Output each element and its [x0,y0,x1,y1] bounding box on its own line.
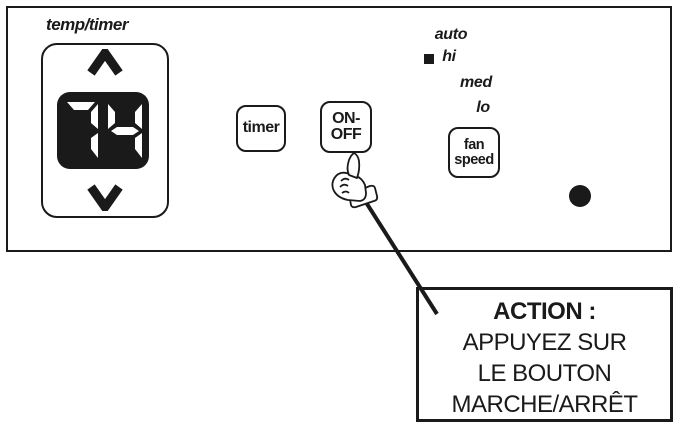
on-off-label-line1: ON- [332,109,360,127]
chevron-up-icon [87,49,123,76]
fan-speed-option-hi: hi [442,48,456,65]
temp-down-button[interactable] [87,184,123,211]
on-off-label-line2: OFF [330,126,362,143]
temp-timer-label: temp/timer [46,15,128,34]
fan-speed-option-med: med [460,74,492,91]
fan-speed-button[interactable]: fan speed [448,127,500,178]
callout-line: APPUYEZ SUR [462,329,627,356]
callout-line: MARCHE/ARRÊT [451,391,638,418]
callout-line: LE BOUTON [477,360,612,387]
timer-button-label: timer [242,119,280,137]
fan-speed-label-line1: fan [463,136,485,153]
lcd-display [57,92,149,169]
fan-speed-label-line2: speed [454,151,494,168]
fan-speed-option-auto: auto [434,26,468,43]
chevron-down-icon [87,184,123,211]
power-led [569,185,591,207]
action-callout: ACTION : APPUYEZ SUR LE BOUTON MARCHE/AR… [416,287,673,422]
fan-speed-selected-marker [424,54,434,64]
temp-up-button[interactable] [87,49,123,76]
timer-button[interactable]: timer [236,105,286,152]
callout-title: ACTION : [493,298,596,325]
on-off-button[interactable]: ON- OFF [320,101,372,153]
fan-speed-option-lo: lo [476,99,490,116]
